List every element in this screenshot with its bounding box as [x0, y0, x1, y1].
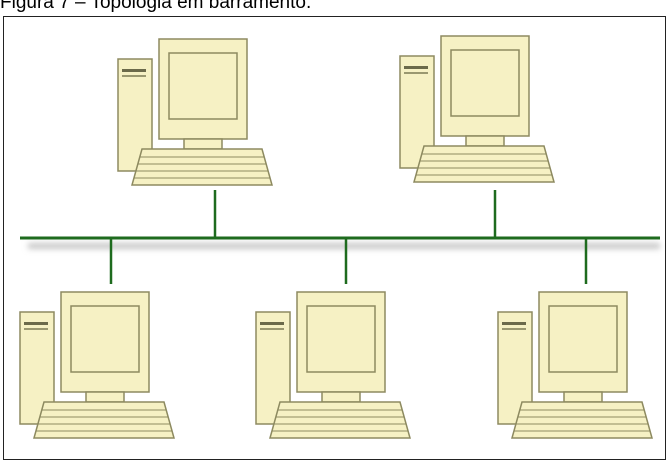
computer-icon-bottom-center — [255, 291, 411, 439]
computer-icon-top-left — [117, 38, 273, 186]
computer-icon-bottom-left — [19, 291, 175, 439]
computer-icon-bottom-right — [497, 291, 653, 439]
bus-line-shadow — [28, 243, 660, 249]
figure-caption: Figura 7 – Topologia em barramento. — [0, 0, 312, 13]
computer-icon-top-right — [399, 35, 555, 183]
